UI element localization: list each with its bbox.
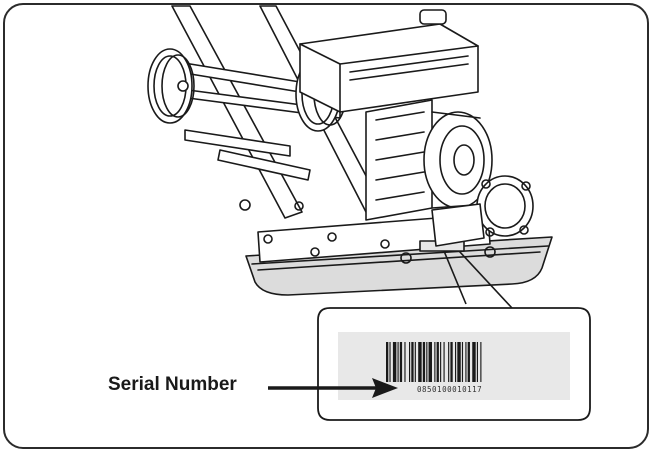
callout-connector	[443, 250, 513, 309]
barcode-bar	[397, 342, 399, 382]
barcode-bar	[411, 342, 414, 382]
barcode-bar	[422, 342, 426, 382]
barcode-bar	[389, 342, 391, 382]
barcode-bar	[448, 342, 450, 382]
barcode-bar	[472, 342, 476, 382]
engine	[299, 9, 493, 221]
barcode-bar	[436, 342, 439, 382]
barcode-bar	[443, 342, 445, 382]
barcode-bar	[404, 342, 406, 382]
barcode-bar	[428, 342, 432, 382]
barcode-bar	[457, 342, 461, 382]
barcode-bar	[440, 342, 442, 382]
barcode-bar	[414, 342, 416, 382]
diagram-frame	[3, 3, 649, 449]
barcode-bar	[480, 342, 482, 382]
callout-bubble	[317, 307, 591, 421]
barcode-bar	[426, 342, 428, 382]
barcode-bar	[434, 342, 436, 382]
left-wheel	[147, 48, 195, 124]
barcode-bar	[461, 342, 464, 382]
barcode-bar	[476, 342, 478, 382]
barcode-bar	[392, 342, 397, 382]
barcode-bar	[465, 342, 467, 382]
barcode	[386, 342, 482, 382]
barcode-bar	[409, 342, 411, 382]
barcode-number: 0850100010117	[417, 385, 483, 394]
barcode-bar	[467, 342, 470, 382]
exciter	[431, 175, 534, 247]
barcode-bar	[455, 342, 457, 382]
barcode-bar	[399, 342, 403, 382]
serial-arrow	[268, 378, 398, 398]
barcode-bar	[418, 342, 422, 382]
serial-number-label: Serial Number	[108, 374, 237, 395]
barcode-bar	[386, 342, 389, 382]
barcode-bar	[450, 342, 453, 382]
